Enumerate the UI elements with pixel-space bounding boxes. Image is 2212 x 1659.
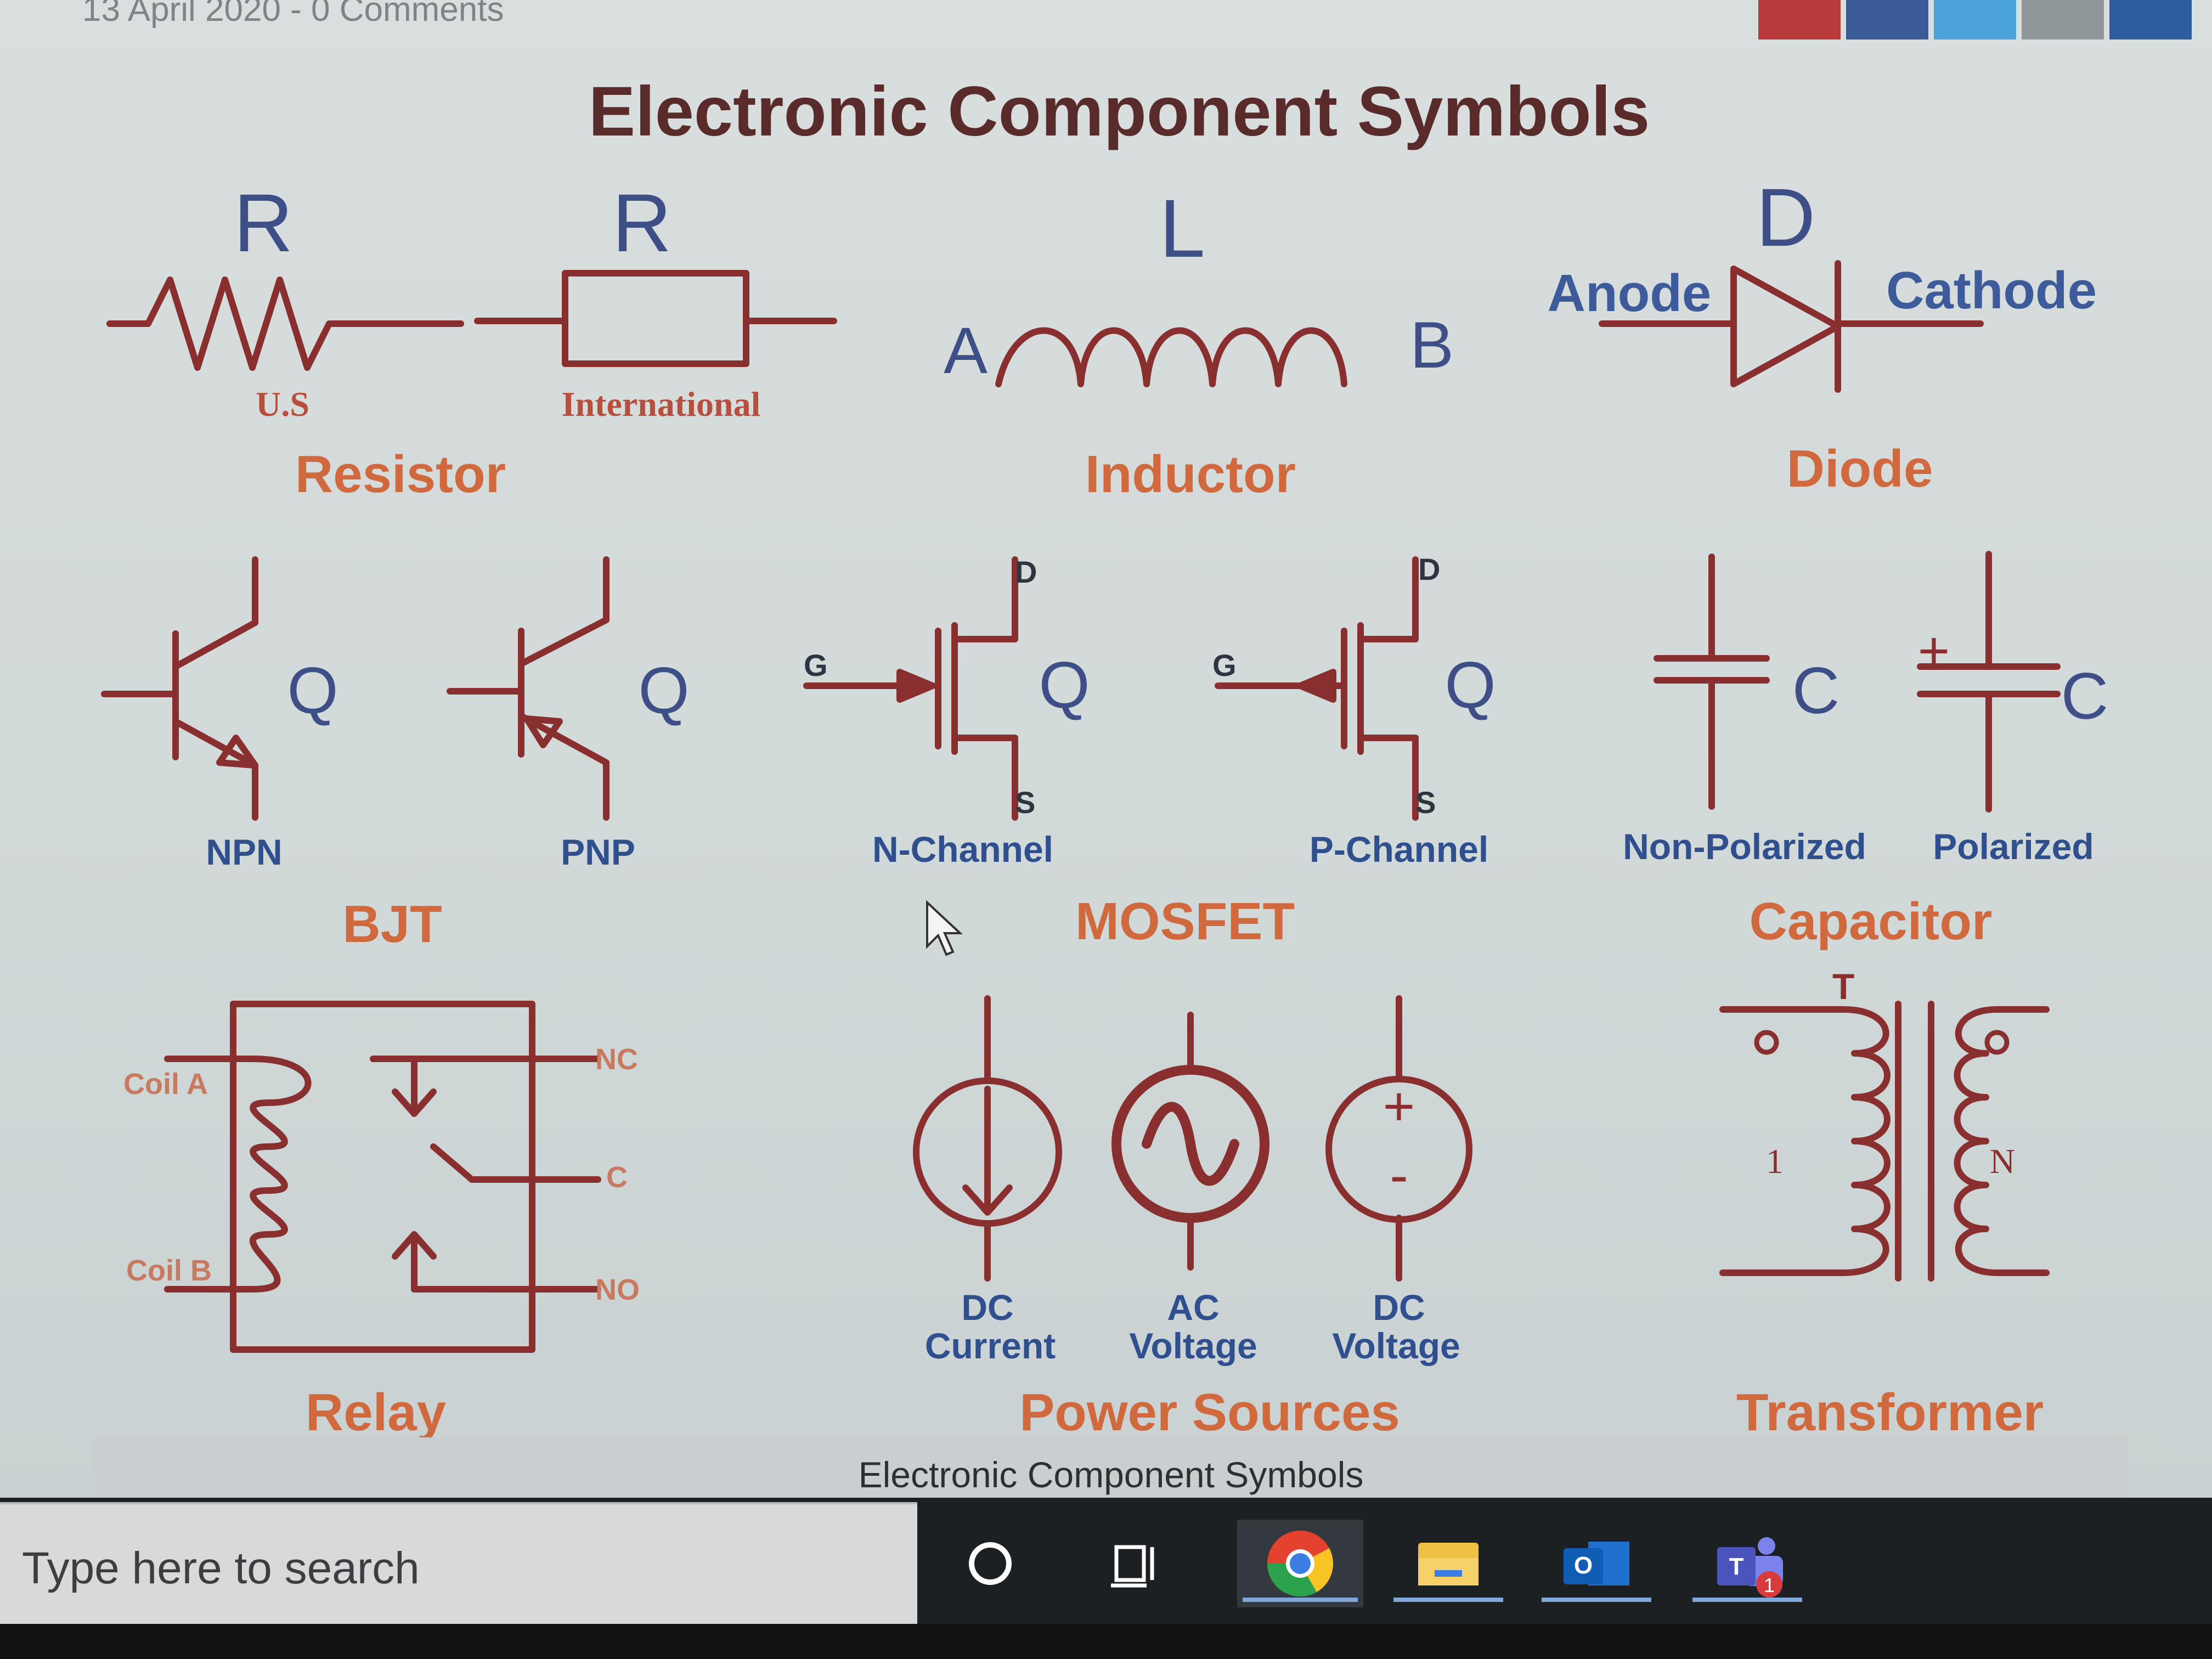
p-channel-mosfet-symbol xyxy=(1215,556,1419,821)
transformer-t-label: T xyxy=(1832,966,1855,1007)
dc-current-label-line1: DC xyxy=(961,1287,1014,1328)
resistor-category: Resistor xyxy=(295,445,506,504)
image-caption-bar: Electronic Component Symbols xyxy=(93,1437,2129,1498)
p-mosfet-source-label: S xyxy=(1415,785,1436,820)
dc-voltage-minus: - xyxy=(1390,1144,1408,1206)
power-sources-category: Power Sources xyxy=(1019,1383,1400,1442)
inductor-pin-b: B xyxy=(1409,308,1454,382)
outlook-icon[interactable]: O xyxy=(1536,1520,1657,1607)
task-view-icon[interactable] xyxy=(1084,1520,1188,1607)
inductor-pin-a: A xyxy=(943,314,988,387)
pnp-q-label: Q xyxy=(638,654,690,727)
diode-anode-label: Anode xyxy=(1547,264,1712,323)
n-mosfet-source-label: S xyxy=(1015,785,1036,820)
polarized-label: Polarized xyxy=(1933,826,2094,867)
teams-letter: T xyxy=(1729,1553,1744,1580)
p-channel-label: P-Channel xyxy=(1309,829,1489,870)
p-mosfet-q-label: Q xyxy=(1444,648,1496,722)
bjt-category: BJT xyxy=(342,895,442,953)
mouse-cursor-icon xyxy=(926,900,963,956)
transformer-primary-label: 1 xyxy=(1766,1142,1784,1181)
non-polarized-capacitor-symbol xyxy=(1654,554,1770,810)
chrome-icon[interactable] xyxy=(1237,1520,1363,1607)
diode-category: Diode xyxy=(1786,439,1933,498)
ac-voltage-source-symbol xyxy=(1111,1012,1269,1271)
capacitor-category: Capacitor xyxy=(1749,892,1993,951)
relay-nc-label: NC xyxy=(595,1043,638,1076)
polarized-plus-sign: + xyxy=(1917,620,1950,682)
teams-active-indicator xyxy=(1692,1598,1802,1602)
pnp-transistor-symbol xyxy=(447,556,610,821)
npn-transistor-symbol xyxy=(101,556,258,821)
teams-icon[interactable]: T 1 xyxy=(1687,1520,1808,1607)
relay-symbol xyxy=(164,1001,601,1353)
dc-voltage-label-line2: Voltage xyxy=(1332,1325,1460,1366)
image-caption: Electronic Component Symbols xyxy=(858,1454,1364,1495)
n-mosfet-drain-label: D xyxy=(1015,555,1037,589)
npn-q-label: Q xyxy=(287,654,338,727)
relay-no-label: NO xyxy=(595,1273,640,1306)
non-polarized-label: Non-Polarized xyxy=(1623,826,1866,867)
ac-voltage-label-line1: AC xyxy=(1167,1287,1220,1328)
diode-letter: D xyxy=(1756,171,1816,263)
share-facebook-button[interactable] xyxy=(1846,0,1928,40)
transformer-category: Transformer xyxy=(1736,1383,2044,1442)
dc-voltage-source-symbol xyxy=(1325,995,1472,1282)
outlook-letter: O xyxy=(1574,1552,1593,1579)
non-polarized-c-label: C xyxy=(1792,654,1840,727)
polarized-capacitor-symbol xyxy=(1917,551,2061,812)
n-channel-mosfet-symbol xyxy=(803,556,1018,821)
resistor-us-letter: R xyxy=(233,177,294,269)
share-twitter-button[interactable] xyxy=(1934,0,2016,40)
inductor-letter: L xyxy=(1159,182,1205,274)
inductor-category: Inductor xyxy=(1085,445,1296,504)
figure-title: Electronic Component Symbols xyxy=(588,72,1650,151)
dc-voltage-plus: + xyxy=(1383,1076,1415,1137)
chrome-active-indicator xyxy=(1243,1598,1358,1602)
share-linkedin-button[interactable] xyxy=(2109,0,2192,40)
mosfet-category: MOSFET xyxy=(1075,892,1295,951)
dc-voltage-label-line1: DC xyxy=(1373,1287,1425,1328)
relay-coil-a-label: Coil A xyxy=(123,1068,208,1101)
polarized-c-label: C xyxy=(2061,659,2109,733)
n-channel-label: N-Channel xyxy=(872,829,1053,870)
share-pinterest-button[interactable] xyxy=(1758,0,1841,40)
file-explorer-icon[interactable] xyxy=(1388,1520,1509,1607)
n-mosfet-gate-label: G xyxy=(804,648,828,682)
monitor-bezel xyxy=(0,1624,2212,1659)
p-mosfet-gate-label: G xyxy=(1212,648,1237,682)
relay-coil-b-label: Coil B xyxy=(126,1254,212,1287)
symbols-drawing xyxy=(101,260,2061,1353)
share-email-button[interactable] xyxy=(2022,0,2104,40)
explorer-active-indicator xyxy=(1393,1598,1503,1602)
relay-c-label: C xyxy=(606,1161,628,1194)
pnp-label: PNP xyxy=(561,832,635,872)
search-placeholder: Type here to search xyxy=(22,1543,420,1593)
post-meta: 13 April 2020 - 0 Comments xyxy=(82,0,504,29)
resistor-us-label: U.S xyxy=(256,385,309,424)
inductor-symbol xyxy=(995,327,1347,387)
dc-current-source-symbol xyxy=(913,995,1062,1282)
webpage: 13 April 2020 - 0 Comments Electronic Co… xyxy=(0,0,2212,1498)
resistor-international-symbol xyxy=(474,270,837,367)
cortana-icon[interactable] xyxy=(938,1520,1042,1607)
diode-symbol xyxy=(1599,260,1984,393)
transformer-symbol xyxy=(1719,1001,2050,1282)
npn-label: NPN xyxy=(206,832,283,872)
taskbar-search-box[interactable]: Type here to search xyxy=(0,1502,917,1625)
p-mosfet-drain-label: D xyxy=(1418,552,1441,586)
resistor-intl-letter: R xyxy=(612,177,672,269)
teams-notification-badge: 1 xyxy=(1764,1574,1775,1596)
n-mosfet-q-label: Q xyxy=(1039,648,1090,722)
transformer-secondary-label: N xyxy=(1989,1142,2016,1181)
resistor-intl-label: International xyxy=(561,385,761,424)
dc-current-label-line2: Current xyxy=(924,1325,1056,1366)
component-symbols-figure: Electronic Component Symbols xyxy=(88,49,2151,1454)
resistor-us-symbol xyxy=(106,276,464,371)
relay-category: Relay xyxy=(305,1383,447,1442)
outlook-active-indicator xyxy=(1542,1598,1651,1602)
diode-cathode-label: Cathode xyxy=(1886,261,2097,320)
ac-voltage-label-line2: Voltage xyxy=(1129,1325,1257,1366)
